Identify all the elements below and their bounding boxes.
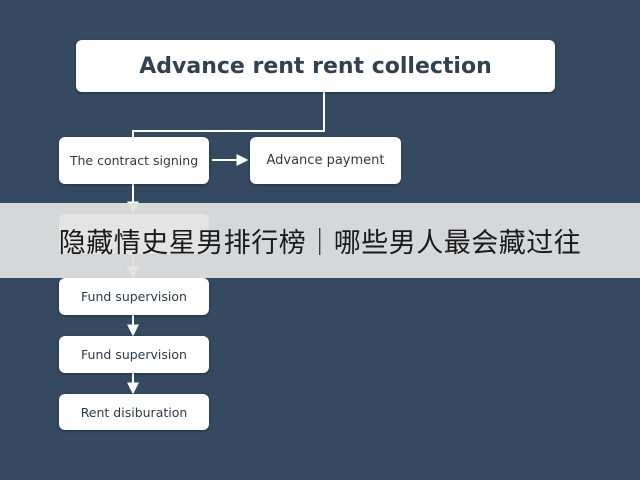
step-contract-signing: The contract signing [59, 137, 209, 184]
step-rent-disbursement: Rent disiburation [59, 394, 209, 430]
step-label: Advance payment [266, 153, 385, 168]
step-label: Fund supervision [81, 289, 187, 304]
caption-overlay-band: 隐藏情史星男排行榜｜哪些男人最会藏过往 [0, 203, 640, 278]
step-fund-supervision-1: Fund supervision [59, 278, 209, 315]
step-label: Rent disiburation [80, 404, 188, 420]
diagram-title-box: Advance rent rent collection [76, 40, 555, 92]
connector-title-to-branch [132, 92, 325, 137]
step-fund-supervision-2: Fund supervision [59, 336, 209, 373]
step-label: The contract signing [69, 152, 199, 168]
caption-overlay-text: 隐藏情史星男排行榜｜哪些男人最会藏过往 [58, 228, 582, 259]
diagram-title: Advance rent rent collection [139, 53, 492, 79]
step-label: Fund supervision [81, 347, 187, 362]
step-advance-payment: Advance payment [250, 137, 401, 184]
